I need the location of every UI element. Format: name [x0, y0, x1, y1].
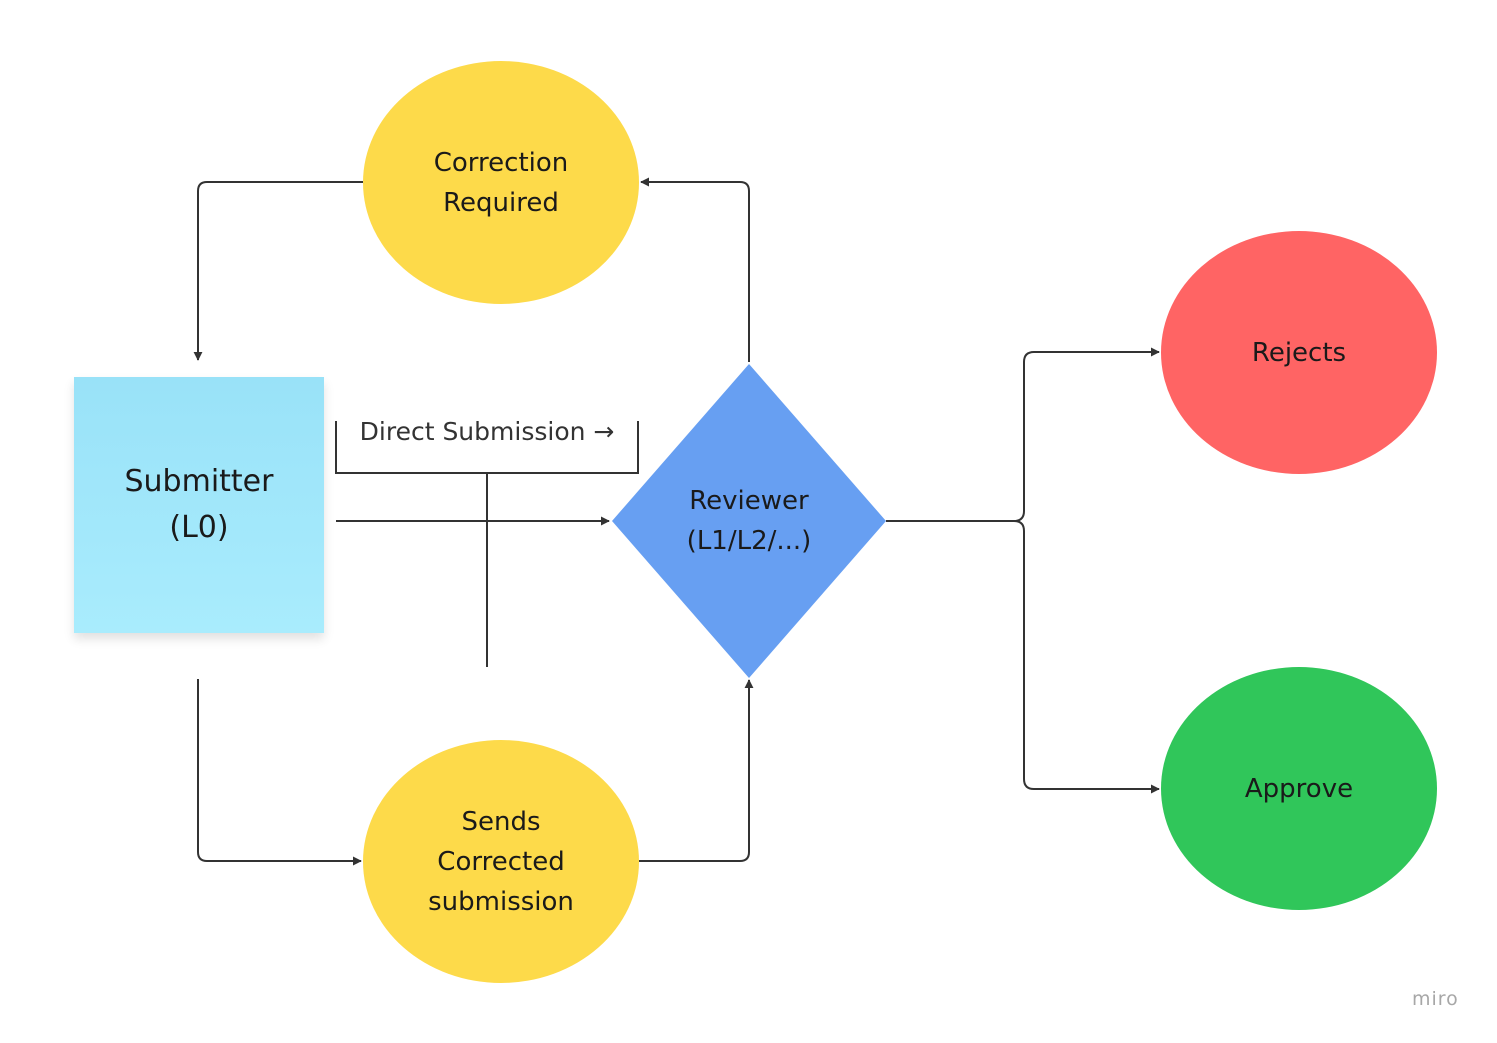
- reviewer-label-line-2: (L1/L2/...): [686, 526, 812, 556]
- submitter-label-line-2: (L0): [169, 510, 229, 545]
- sends-label-line-1: Sends: [461, 806, 541, 837]
- connector-correction-to-submitter: [193, 181, 363, 361]
- correction-label-line-2: Required: [443, 187, 559, 218]
- connector-sends-to-reviewer: [639, 679, 754, 862]
- correction-required-node[interactable]: Correction Required: [363, 61, 639, 304]
- reviewer-label-line-1: Reviewer: [689, 486, 809, 516]
- submitter-label-line-1: Submitter: [124, 464, 274, 499]
- connector-reviewer-to-approve: [886, 520, 1160, 794]
- sends-label-line-2: Corrected: [437, 846, 565, 877]
- reviewer-diamond[interactable]: [612, 364, 886, 678]
- direct-submission-label: Direct Submission →: [359, 417, 615, 446]
- connector-reviewer-to-rejects: [886, 347, 1160, 522]
- correction-label-line-1: Correction: [433, 147, 569, 178]
- submitter-sticky-note[interactable]: Submitter (L0): [74, 377, 324, 633]
- connector-reviewer-to-correction: [640, 177, 750, 362]
- reviewer-label: Reviewer (L1/L2/...): [612, 461, 886, 581]
- rejects-label: Rejects: [1251, 337, 1347, 368]
- approve-node[interactable]: Approve: [1161, 667, 1437, 910]
- approve-label: Approve: [1244, 773, 1354, 804]
- sends-label-line-3: submission: [428, 886, 574, 917]
- miro-watermark: miro: [1412, 988, 1459, 1010]
- rejects-node[interactable]: Rejects: [1161, 231, 1437, 474]
- connector-submitter-to-sends: [197, 679, 362, 866]
- sends-corrected-submission-node[interactable]: Sends Corrected submission: [363, 740, 639, 983]
